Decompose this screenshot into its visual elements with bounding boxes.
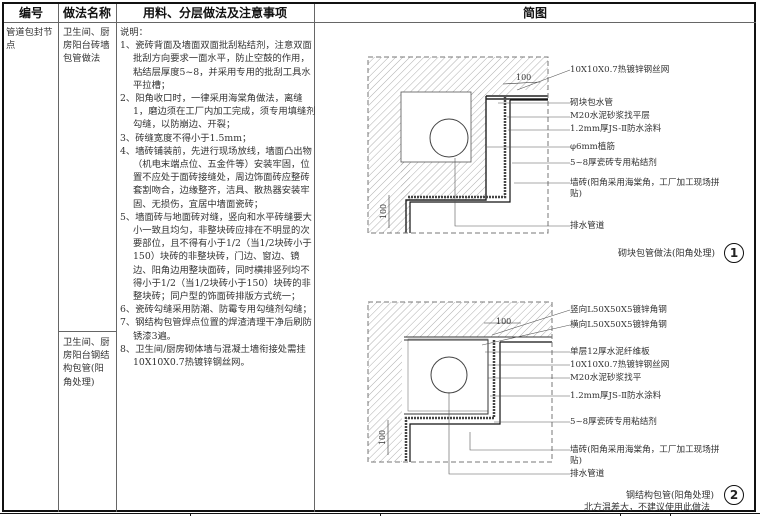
bottom-divider [620, 513, 621, 516]
method-name-1: 卫生间、厨房阳台砖墙包管做法 [63, 27, 110, 65]
dim-top-1: 100 [516, 73, 532, 82]
header-notes: 用料、分层做法及注意事项 [142, 6, 287, 20]
bottom-divider [670, 513, 671, 516]
d2-label: 10X10X0.7热镀锌钢丝网 [570, 360, 670, 370]
d2-label: 横向L50X50X5镀锌角钢 [570, 320, 667, 330]
drawing-1 [367, 56, 571, 234]
bottom-divider [190, 513, 191, 516]
col-divider [116, 4, 117, 512]
d2-label: 排水管道 [570, 469, 605, 479]
d2-label: 竖向L50X50X5镀锌角钢 [570, 305, 667, 315]
d2-label: 1.2mm厚JS-Ⅱ防水涂料 [570, 391, 662, 401]
d1-label: φ6mm植筋 [570, 142, 615, 152]
d2-label: 5~8厚瓷砖专用粘结剂 [570, 417, 657, 427]
d1-label: 5~8厚瓷砖专用粘结剂 [570, 158, 657, 168]
d2-label: 单层12厚水泥纤维板 [570, 347, 650, 357]
d1-number: 1 [724, 243, 744, 263]
note-item: 7、钢结构包管焊点位置的焊渣清理干净后刷防锈漆3遍。 [120, 317, 312, 342]
d2-number: 2 [724, 485, 744, 505]
d2-label: 墙砖(阳角采用海棠角，工厂加工现场拼贴) [570, 445, 720, 466]
header-name: 做法名称 [62, 6, 111, 20]
d1-label: M20水泥砂浆找平层 [570, 111, 650, 121]
d1-label: 1.2mm厚JS-Ⅱ防水涂料 [570, 124, 662, 134]
note-item: 8、卫生间/厨房砌体墙与混凝土墙衔接处需挂10X10X0.7热镀锌钢丝网。 [120, 343, 306, 369]
bottom-divider [380, 513, 381, 516]
note-item: 4、墙砖铺装前，先进行现场放线，墙面凸出物（机电末端点位、五金件等）安装牢固，位… [120, 145, 312, 210]
drawing-2 [367, 301, 571, 475]
header-code: 编号 [18, 6, 43, 20]
note-item: 6、瓷砖勾缝采用防潮、防霉专用勾缝剂勾缝； [120, 304, 312, 316]
note-item: 2、阳角收口时，一律采用海棠角做法，离缝1，磨边须在工厂内加工完成，须专用填缝剂… [120, 93, 316, 131]
d2-label: M20水泥砂浆找平 [570, 373, 642, 383]
node-code: 管道包封节点 [6, 27, 53, 52]
d2-caption: 钢结构包管(阳角处理) [626, 491, 715, 501]
row-divider [58, 331, 116, 332]
d1-caption: 砌块包管做法(阳角处理) [618, 249, 716, 259]
note-item: 3、砖缝宽度不得小于1.5mm； [120, 132, 252, 144]
dim-side-2: 100 [378, 429, 388, 446]
dim-top-2: 100 [496, 317, 512, 326]
header-divider [4, 22, 756, 23]
notes-title: 说明： [120, 27, 148, 38]
d2-caption-note: 北方温差大，不建议使用此做法 [584, 503, 711, 513]
note-item: 5、墙面砖与地面砖对缝，竖向和水平砖缝要大小一致且均匀，非整块砖应排在不明显的次… [120, 211, 312, 303]
col-divider [314, 4, 315, 512]
d1-label: 砌块包水管 [570, 98, 613, 108]
d1-label: 排水管道 [570, 221, 605, 231]
col-divider [58, 4, 59, 512]
d1-label: 10X10X0.7热镀锌钢丝网 [570, 65, 670, 75]
note-item: 1、瓷砖背面及墙面双面批刮粘结剂，注意双面批刮方向要求一面水平，防止空鼓的作用，… [120, 40, 312, 91]
header-diagram: 简图 [522, 6, 547, 20]
d1-label: 墙砖(阳角采用海棠角，工厂加工现场拼贴) [570, 178, 720, 199]
notes-list: 说明： 1、瓷砖背面及墙面双面批刮粘结剂，注意双面批刮方向要求一面水平，防止空鼓… [120, 26, 316, 369]
dim-side-1: 100 [379, 203, 389, 220]
method-name-2: 卫生间、厨房阳台钢结构包管(阳角处理) [63, 337, 110, 388]
